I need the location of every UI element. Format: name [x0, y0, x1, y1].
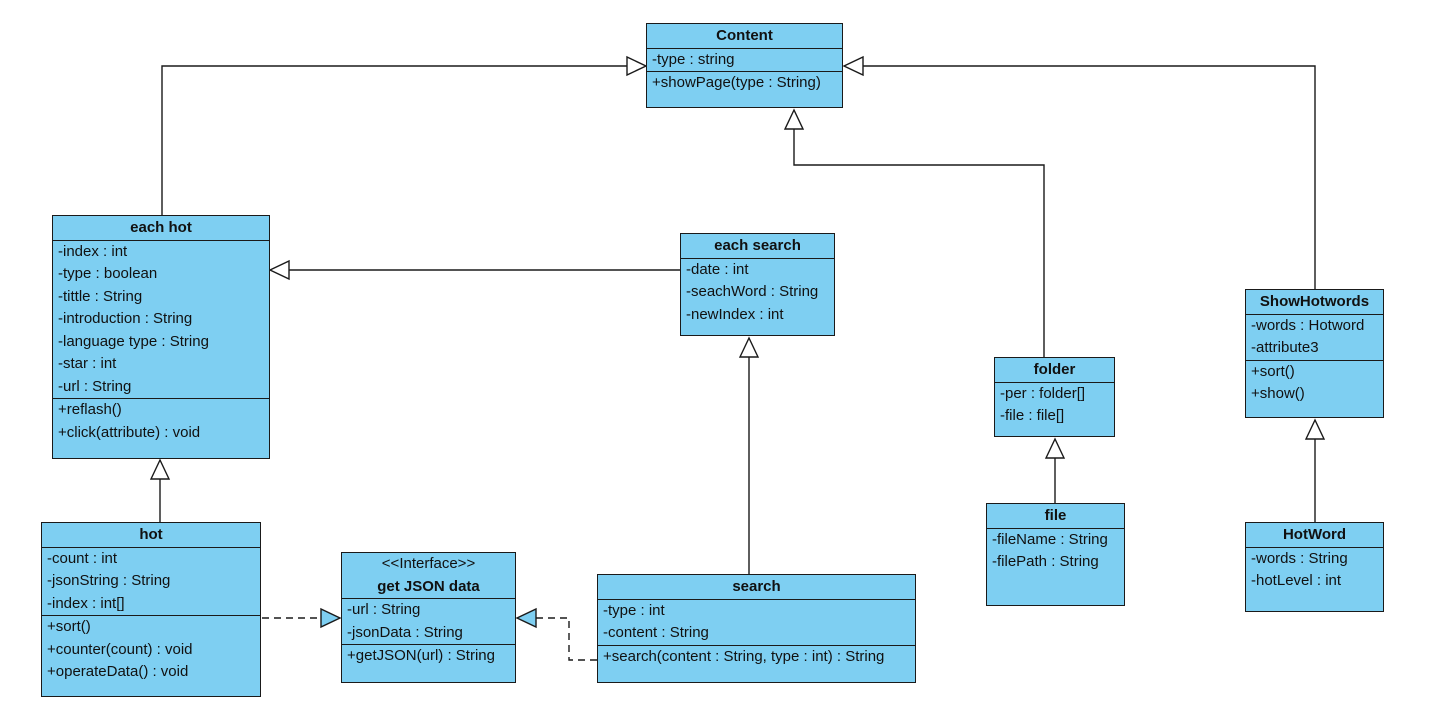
- class-folder[interactable]: folder -per : folder[] -file : file[]: [994, 357, 1115, 437]
- attribute: -fileName : String: [992, 530, 1108, 548]
- attribute: -type : boolean: [58, 265, 158, 282]
- operation: +getJSON(url) : String: [347, 647, 495, 664]
- class-name: search: [732, 578, 781, 595]
- class-file[interactable]: file -fileName : String -filePath : Stri…: [986, 503, 1125, 606]
- attribute: -star : int: [58, 355, 117, 372]
- class-name: hot: [139, 526, 163, 543]
- operation: +counter(count) : void: [47, 640, 193, 658]
- attribute: -jsonData : String: [347, 623, 463, 641]
- generalization-folder-to-content: [793, 128, 1045, 357]
- class-each-search[interactable]: each search -date : int -seachWord : Str…: [680, 233, 835, 336]
- attribute: -filePath : String: [992, 553, 1099, 570]
- class-search[interactable]: search -type : int -content : String +se…: [597, 574, 916, 683]
- class-each-hot[interactable]: each hot -index : int -type : boolean -t…: [52, 215, 270, 459]
- inheritance-arrowhead: [149, 458, 171, 480]
- class-name: folder: [1033, 361, 1076, 378]
- inheritance-arrowhead: [268, 259, 290, 281]
- inheritance-arrowhead: [626, 55, 648, 77]
- attribute: -index : int[]: [47, 594, 125, 612]
- attribute: -hotLevel : int: [1251, 572, 1342, 589]
- class-content[interactable]: Content -type : string +showPage(type : …: [646, 23, 843, 108]
- class-name: ShowHotwords: [1259, 293, 1370, 310]
- class-name: Content: [716, 27, 773, 44]
- class-hotword[interactable]: HotWord -words : String -hotLevel : int: [1245, 522, 1384, 612]
- inheritance-arrowhead: [738, 336, 760, 358]
- attribute: -words : Hotword: [1251, 316, 1365, 334]
- stereotype-label: <<Interface>>: [381, 555, 476, 572]
- operation: +show(): [1251, 385, 1305, 402]
- interface-get-json-data[interactable]: <<Interface>> get JSON data -url : Strin…: [341, 552, 516, 683]
- inheritance-arrowhead: [1044, 437, 1066, 459]
- operation: +sort(): [47, 618, 91, 635]
- operation: +search(content : String, type : int) : …: [603, 647, 885, 665]
- attribute: -seachWord : String: [686, 283, 819, 300]
- attribute: -per : folder[]: [1000, 384, 1086, 402]
- class-name: HotWord: [1282, 526, 1347, 543]
- attribute: -tittle : String: [58, 287, 143, 305]
- attribute: -url : String: [347, 601, 421, 618]
- class-showhotwords[interactable]: ShowHotwords -words : Hotword -attribute…: [1245, 289, 1384, 418]
- attribute: -date : int: [686, 260, 749, 278]
- inheritance-arrowhead: [783, 108, 805, 130]
- operation: +showPage(type : String): [652, 74, 821, 91]
- realization-arrowhead: [320, 607, 342, 629]
- attribute: -jsonString : String: [47, 572, 171, 589]
- generalization-showhotwords-to-content: [862, 65, 1316, 289]
- attribute: -type : string: [652, 50, 735, 68]
- operation: +sort(): [1251, 362, 1295, 380]
- attribute: -introduction : String: [58, 310, 193, 327]
- class-name: get JSON data: [377, 577, 480, 595]
- realization-search-to-get-json: [536, 617, 597, 661]
- class-name: file: [1044, 507, 1067, 524]
- operation: +operateData() : void: [47, 663, 189, 680]
- operation: +reflash(): [58, 401, 122, 418]
- attribute: -newIndex : int: [686, 305, 784, 323]
- attribute: -content : String: [603, 624, 709, 641]
- attribute: -url : String: [58, 377, 132, 395]
- attribute: -count : int: [47, 549, 118, 567]
- operation: +click(attribute) : void: [58, 423, 201, 441]
- attribute: -index : int: [58, 242, 128, 260]
- class-hot[interactable]: hot -count : int -jsonString : String -i…: [41, 522, 261, 697]
- attribute: -words : String: [1251, 549, 1348, 567]
- class-name: each search: [714, 237, 801, 254]
- inheritance-arrowhead: [1304, 418, 1326, 440]
- attribute: -type : int: [603, 601, 665, 619]
- attribute: -language type : String: [58, 332, 209, 350]
- attribute: -file : file[]: [1000, 407, 1065, 424]
- attribute: -attribute3: [1251, 339, 1319, 356]
- realization-arrowhead: [515, 607, 537, 629]
- generalization-each-hot-to-content: [161, 65, 628, 215]
- class-name: each hot: [130, 219, 192, 236]
- inheritance-arrowhead: [842, 55, 864, 77]
